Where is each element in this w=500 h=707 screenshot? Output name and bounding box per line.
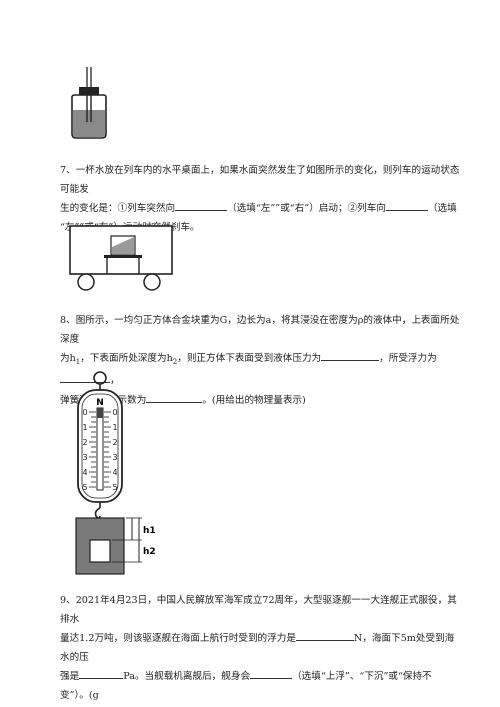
train-car-figure xyxy=(69,225,173,291)
q8-line2e: ， xyxy=(110,375,120,387)
scale-top-letter: N xyxy=(96,398,104,408)
jar-figure xyxy=(71,67,107,139)
q9-blank-3[interactable] xyxy=(250,667,293,679)
q8-line2b: ，下表面所处深度为h xyxy=(80,353,173,364)
q8-line3b: 。(用给出的物理量表示) xyxy=(202,394,306,406)
tick-label-4-right: 4 xyxy=(112,468,117,477)
tick-label-0-right: 0 xyxy=(112,408,117,417)
tick-label-3-right: 3 xyxy=(112,453,117,462)
q8-number: 8、 xyxy=(60,315,76,326)
q8-blank-2[interactable] xyxy=(60,371,110,384)
tick-label-3-left: 3 xyxy=(82,453,87,462)
q9-line2a: 量达1.2万吨，则该驱逐舰在海面上航行时受到的浮力是 xyxy=(60,633,296,644)
q9-blank-2[interactable] xyxy=(79,667,124,679)
h2-label: h2 xyxy=(143,547,156,557)
q8-blank-3[interactable] xyxy=(146,391,203,403)
q8-line2d: ，所受浮力为 xyxy=(379,353,437,364)
tick-label-1-left: 1 xyxy=(82,423,87,432)
q9-number: 9、 xyxy=(60,595,76,606)
q9-line3a: 强是 xyxy=(60,671,80,682)
q9-line1: 2021年4月23日，中国人民解放军海军成立72周年，大型驱逐舰一一大连舰正式服… xyxy=(60,595,457,625)
tick-label-1-right: 1 xyxy=(112,423,117,432)
tick-label-5-left: 5 xyxy=(82,483,87,492)
q8-line2a: 为h xyxy=(60,353,76,364)
tick-label-2-left: 2 xyxy=(82,438,87,447)
q7-blank-1[interactable] xyxy=(175,199,228,211)
tick-label-5-right: 5 xyxy=(112,483,117,492)
q8-sub-2: 2 xyxy=(172,357,178,366)
h1-label: h1 xyxy=(143,526,156,536)
question-9: 9、2021年4月23日，中国人民解放军海军成立72周年，大型驱逐舰一一大连舰正… xyxy=(60,592,460,705)
q9-line2b: N，海面下5m处受到海水的压 xyxy=(60,633,455,663)
q9-blank-1[interactable] xyxy=(295,629,354,641)
q7-line2b: （选填“左””或“右”）启动；②列车向 xyxy=(227,203,386,214)
q8-sub-1: 1 xyxy=(75,357,81,366)
spring-scale-figure: N 0 0 1 1 2 2 3 3 4 4 5 5 h1 h2 xyxy=(75,371,156,575)
q7-line2c: （选填 xyxy=(427,203,457,214)
q7-number: 7、 xyxy=(60,165,76,176)
q8-line2c: ，则正方体下表面受到液体压力为 xyxy=(177,353,322,364)
tick-label-0-left: 0 xyxy=(82,408,87,417)
tick-label-2-right: 2 xyxy=(112,438,117,447)
question-8: 8、图所示，一均匀正方体合金块重为G，边长为a，将其浸没在密度为ρ的液体中，上表… xyxy=(60,312,460,410)
tick-label-4-left: 4 xyxy=(82,468,87,477)
q8-blank-1[interactable] xyxy=(321,349,380,361)
q7-line1: 一杯水放在列车内的水平桌面上，如果水面突然发生了如图所示的变化，则列车的运动状态… xyxy=(60,165,460,195)
q9-line3c: （选填“上浮”、“下沉”或“保持不变”）。(g xyxy=(60,671,432,701)
q9-line3b: Pa。当舰载机离舰后，舰身会 xyxy=(123,671,251,682)
q8-line1: 图所示，一均匀正方体合金块重为G，边长为a，将其浸没在密度为ρ的液体中，上表面所… xyxy=(60,315,460,345)
q7-blank-2[interactable] xyxy=(385,199,428,211)
q7-line2a: 生的变化是：①列车突然向 xyxy=(60,203,176,214)
